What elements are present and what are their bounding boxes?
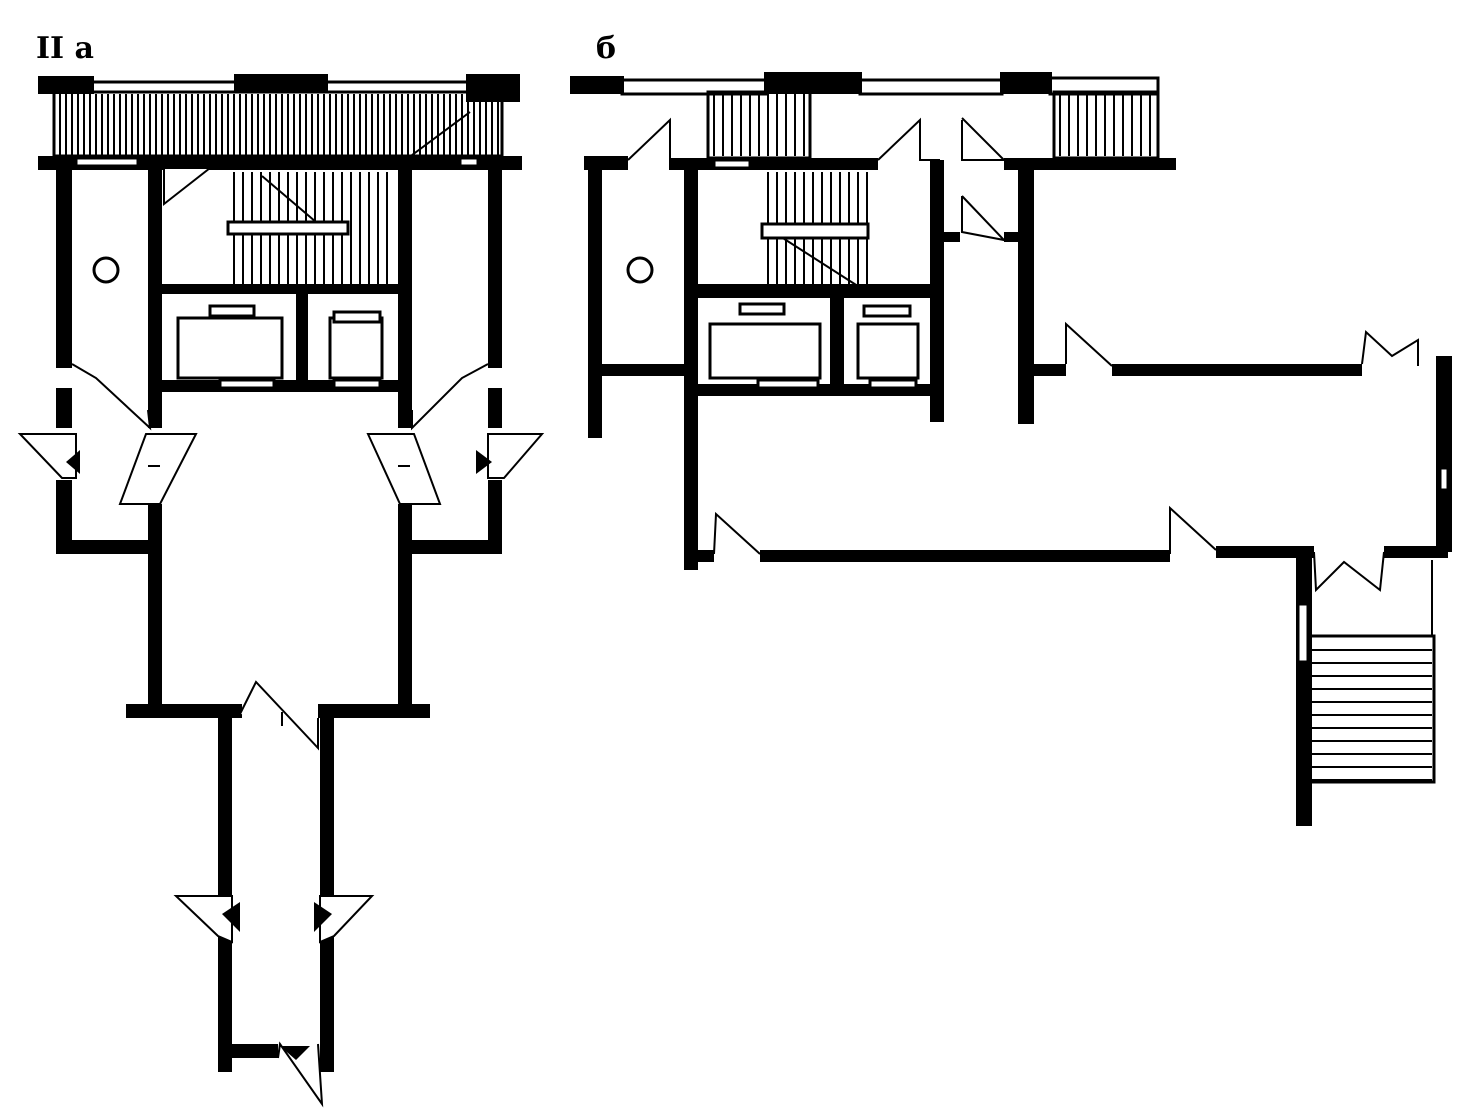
arrow-down-icon: [280, 1046, 310, 1060]
circle-marker-icon: [626, 256, 654, 284]
plan-b-top-wall: [570, 72, 1160, 96]
circle-marker-icon: [92, 256, 120, 284]
arrow-left-icon: [66, 450, 80, 474]
plan-a-doors: [17, 363, 545, 1108]
plan-b-stair: [760, 172, 870, 291]
plan-a-top-wall: [38, 74, 520, 102]
arrow-right-icon: [314, 902, 332, 932]
plan-a: [17, 74, 545, 1108]
plan-b: [570, 72, 1452, 826]
plan-a-stair: [163, 167, 388, 284]
plan-a-hall-walls: [56, 480, 502, 1072]
plan-b-vertical-walls: [588, 160, 1452, 826]
plan-b-label: б: [596, 31, 617, 66]
plan-a-inner-wall: [38, 156, 522, 170]
plan-a-balcony-hatch: [52, 90, 504, 165]
plan-a-lift-block: [148, 284, 412, 392]
arrow-right-icon: [476, 450, 492, 474]
plan-b-corridor-doors: [713, 321, 1450, 593]
arrow-left-icon: [222, 902, 240, 932]
plan-b-lift-block: [684, 284, 942, 396]
plan-a-vertical-walls: [56, 168, 502, 428]
plan-b-exterior-stair: [1296, 560, 1436, 784]
plan-b-top-doors: [627, 117, 1007, 242]
plan-b-inner-wall: [584, 156, 1176, 170]
plan-a-label: II a: [36, 31, 94, 66]
plan-b-balcony-hatch: [706, 90, 1160, 160]
